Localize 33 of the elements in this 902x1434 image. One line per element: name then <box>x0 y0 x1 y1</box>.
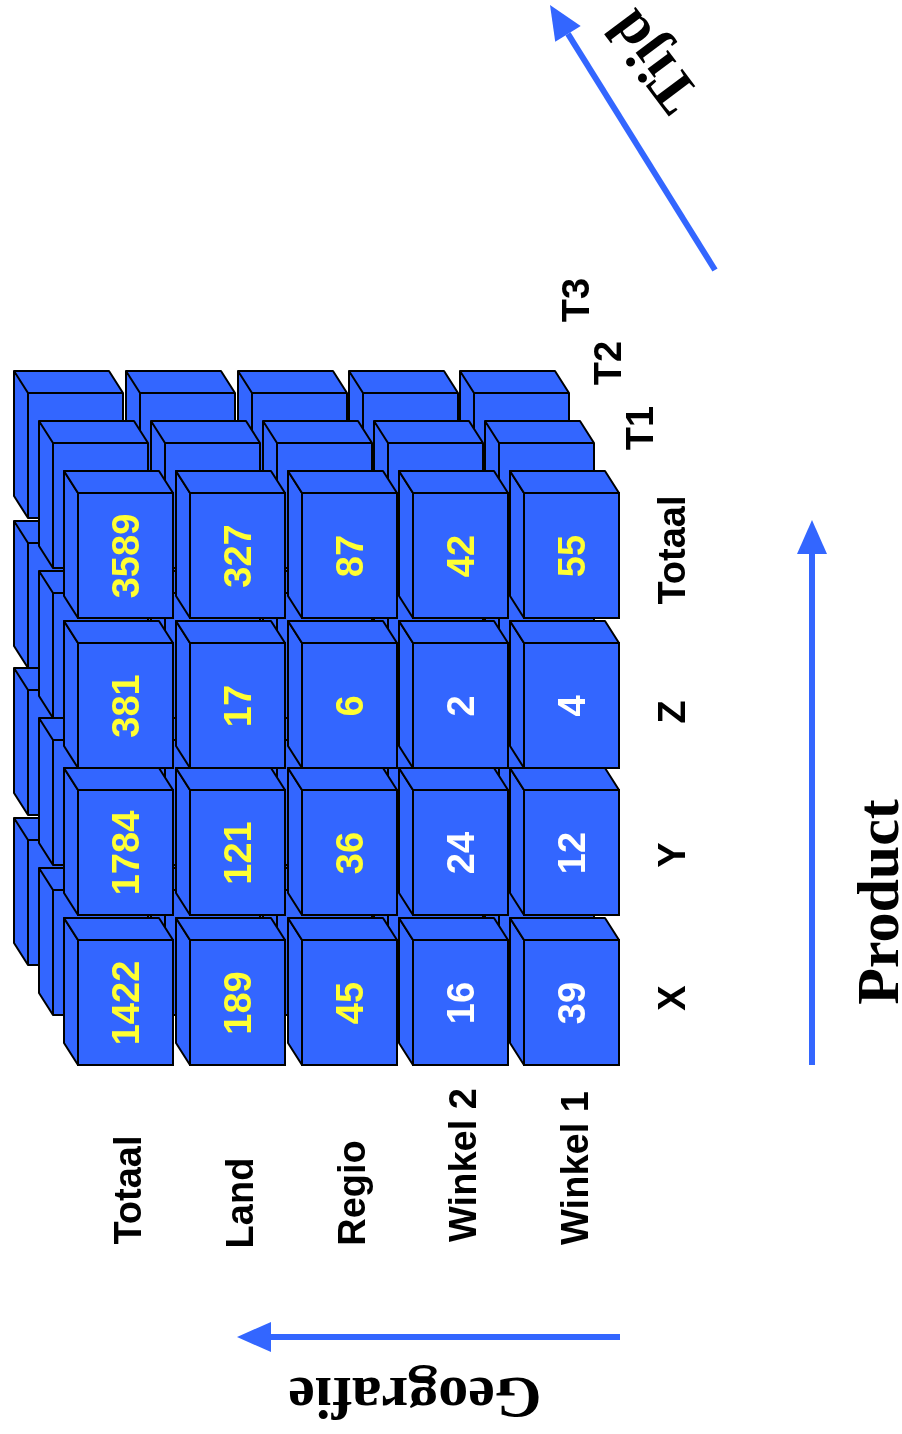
dimension-label: T2 <box>589 340 627 386</box>
axis-title: Product <box>848 799 902 1005</box>
dimension-label: T1 <box>621 405 659 451</box>
dimension-label: Winkel 2 <box>444 1088 482 1242</box>
cell-value: 12 <box>552 831 591 874</box>
dimension-label: Totaal <box>109 1135 147 1245</box>
cell-value: 17 <box>218 684 257 727</box>
cell-value: 3589 <box>106 513 145 598</box>
dimension-label: Regio <box>333 1140 371 1246</box>
cell-value: 327 <box>218 523 257 588</box>
cell-value: 1422 <box>106 960 145 1045</box>
dimension-label: Totaal <box>653 495 691 605</box>
cell-value: 42 <box>441 534 480 577</box>
cell-value: 381 <box>106 673 145 738</box>
cell-value: 39 <box>552 981 591 1024</box>
dimension-label: Z <box>653 700 691 724</box>
cell-value: 16 <box>441 981 480 1024</box>
cell-value: 1784 <box>106 810 145 895</box>
dimension-label: Winkel 1 <box>556 1091 594 1245</box>
cell-value: 4 <box>552 694 591 717</box>
dimension-label: X <box>653 985 691 1011</box>
cell-value: 121 <box>218 820 257 885</box>
cell-value: 55 <box>552 534 591 577</box>
dimension-label: Y <box>653 842 691 868</box>
cell-value: 45 <box>330 981 369 1024</box>
dimension-label: T3 <box>557 277 595 323</box>
cell-value: 24 <box>441 831 480 874</box>
cell-value: 87 <box>330 534 369 577</box>
cell-value: 36 <box>330 831 369 874</box>
cell-value: 6 <box>330 694 369 717</box>
cell-value: 2 <box>441 694 480 717</box>
dimension-label: Land <box>221 1157 259 1249</box>
cell-value: 189 <box>218 970 257 1035</box>
